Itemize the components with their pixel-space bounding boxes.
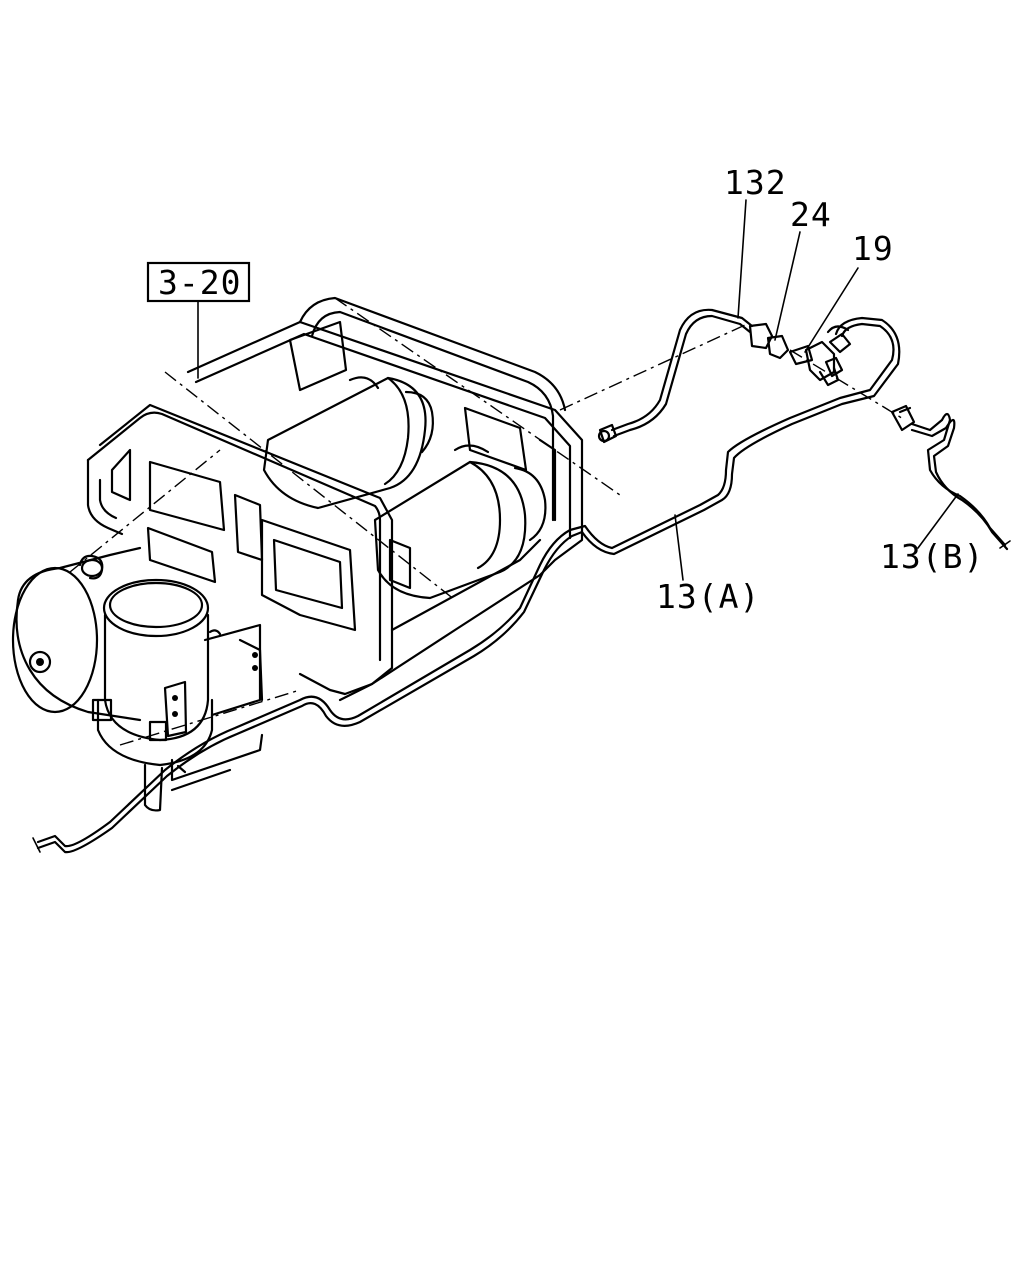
callout-13B[interactable]: 13(B) bbox=[880, 537, 984, 576]
leader-13A bbox=[674, 514, 684, 581]
leader-lines bbox=[674, 199, 959, 581]
connector-19[interactable] bbox=[788, 325, 852, 387]
pipe-13B[interactable] bbox=[890, 404, 1011, 551]
callout-19[interactable]: 19 bbox=[852, 229, 894, 268]
reference-box-label: 3-20 bbox=[158, 263, 241, 302]
callout-labels: 132 24 19 13(A) 13(B) bbox=[656, 163, 984, 616]
reference-box[interactable]: 3-20 bbox=[146, 261, 251, 303]
leader-132 bbox=[737, 199, 747, 319]
fitting-nut-24[interactable] bbox=[748, 322, 790, 360]
callout-24[interactable]: 24 bbox=[790, 195, 832, 234]
leader-24 bbox=[774, 231, 801, 341]
air-dryer-assembly bbox=[11, 296, 584, 812]
callout-132[interactable]: 132 bbox=[724, 163, 787, 202]
pipe-132[interactable] bbox=[597, 308, 754, 444]
leader-13B bbox=[917, 493, 959, 549]
callout-13A[interactable]: 13(A) bbox=[656, 577, 760, 616]
leader-19 bbox=[804, 267, 859, 353]
centre-lines bbox=[69, 297, 906, 746]
pipe-13A[interactable] bbox=[32, 316, 901, 854]
